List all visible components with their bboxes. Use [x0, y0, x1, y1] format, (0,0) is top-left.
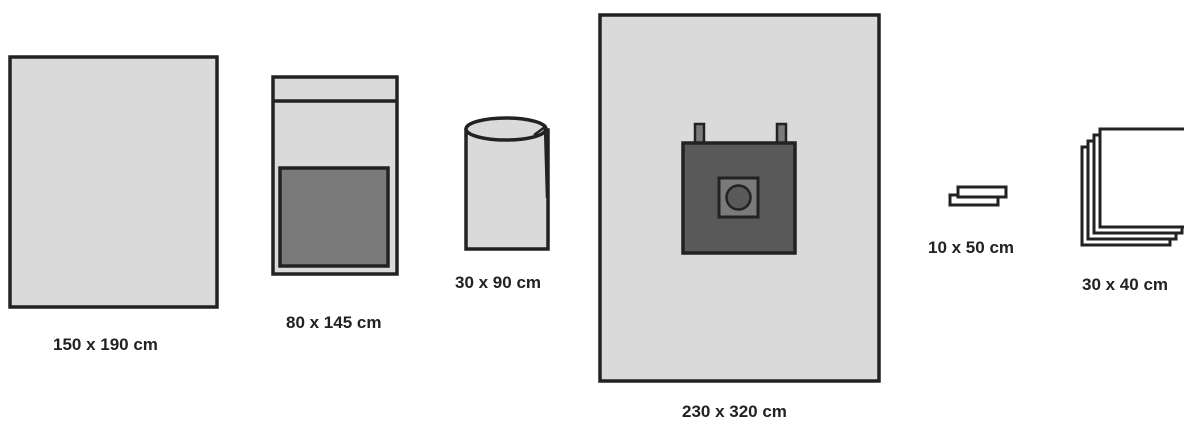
size-label-fenestrated: 230 x 320 cm: [682, 402, 787, 421]
size-label-towel-stack: 30 x 40 cm: [1082, 275, 1169, 294]
size-label-bag: 30 x 90 cm: [455, 273, 542, 292]
fenestrated-drape-icon: [598, 13, 881, 383]
size-label-tape-strip: 10 x 50 cm: [928, 238, 1015, 257]
pouch-icon: [271, 75, 399, 276]
large-sheet-icon: [8, 55, 219, 309]
bag-icon: [464, 116, 550, 251]
tape-strip-icon: [948, 185, 1008, 207]
size-label-pouch: 80 x 145 cm: [286, 313, 382, 332]
size-label-large-sheet: 150 x 190 cm: [53, 335, 158, 354]
towel-stack-icon: [1080, 127, 1184, 247]
